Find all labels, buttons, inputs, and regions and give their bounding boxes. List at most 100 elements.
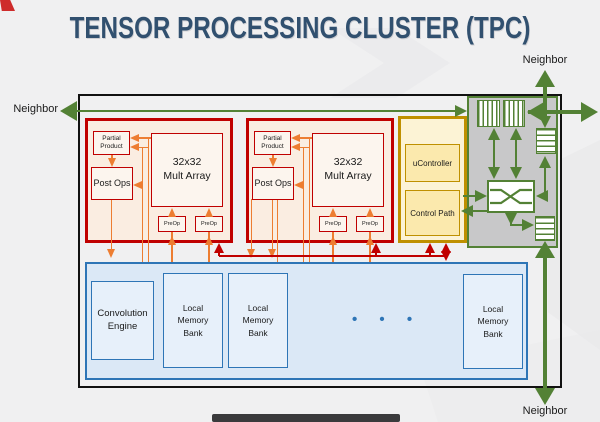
arrow-line [510, 224, 524, 226]
ucontroller-box: uController [405, 144, 460, 182]
arrow-line [141, 147, 143, 262]
partial-product-box-1: Partial Product [93, 131, 130, 155]
mult-array-line2: Mult Array [324, 170, 372, 182]
arrowhead [522, 219, 534, 231]
arrowhead [107, 158, 116, 167]
arrow-line [250, 199, 252, 250]
arrowhead [291, 134, 300, 142]
page-title: TENSOR PROCESSING CLUSTER (TPC) [69, 10, 531, 45]
arrowhead [539, 156, 551, 168]
neighbor-arrowhead [535, 388, 555, 405]
fifo-buffer-icon [535, 216, 555, 241]
arrow-line [208, 232, 210, 262]
neighbor-line [543, 256, 547, 389]
arrowhead [167, 236, 176, 245]
tpc-boundary-box [78, 94, 562, 388]
arrow-line [369, 232, 371, 262]
mult-array-box-1: 32x32 Mult Array [151, 133, 223, 207]
local-memory-bank-box: Local Memory Bank [228, 273, 288, 368]
arrow-line [300, 137, 312, 139]
arrow-line [302, 184, 304, 186]
arrow-line [139, 146, 148, 148]
arrowhead [267, 249, 276, 258]
neighbor-arrowhead [60, 101, 77, 121]
control-arrowhead [425, 243, 435, 253]
partial-product-box-2: Partial Product [254, 131, 291, 155]
arrow-line [110, 200, 113, 250]
control-line [375, 251, 377, 256]
arrow-line [515, 137, 517, 172]
post-ops-label: Post Ops [254, 177, 292, 188]
convolution-engine-label: Convolution Engine [97, 307, 148, 332]
arrowhead [365, 236, 374, 245]
arrowhead [535, 241, 555, 258]
local-memory-bank-label: Local Memory Bank [177, 303, 209, 338]
arrow-line [544, 166, 546, 196]
neighbor-line [528, 110, 582, 114]
arrowhead [294, 181, 303, 189]
arrowhead [133, 181, 142, 189]
post-ops-box-2: Post Ops [252, 167, 294, 200]
preop-label: PreOp [362, 221, 378, 227]
arrow-line [463, 195, 476, 197]
ucontroller-label: uController [412, 158, 453, 168]
neighbor-arrowhead [535, 70, 555, 87]
arrowhead [455, 105, 467, 117]
arrowhead [291, 143, 300, 151]
local-memory-bank-box: Local Memory Bank [163, 273, 223, 368]
control-bus-line [219, 255, 446, 257]
control-arrowhead [214, 243, 224, 253]
arrow-line [171, 232, 173, 262]
arrowhead [488, 167, 500, 179]
local-memory-bank-label: Local Memory Bank [477, 304, 509, 339]
arrow-line [147, 139, 149, 262]
control-line [218, 251, 220, 256]
mult-array-line1: 32x32 [333, 156, 363, 169]
arrowhead [365, 208, 374, 217]
arrow-line [139, 137, 151, 139]
neighbor-top-label: Neighbor [522, 54, 568, 66]
neighbor-bottom-label: Neighbor [522, 405, 568, 417]
slide-corner-accent [0, 0, 15, 11]
local-memory-bank-box: Local Memory Bank [463, 274, 523, 369]
slide-footer-bar [212, 414, 400, 422]
mult-array-line1: 32x32 [172, 156, 202, 169]
control-arrowhead [441, 243, 451, 253]
arrowhead [475, 190, 487, 202]
arrow-line [141, 184, 143, 186]
crossbar-paths [490, 188, 532, 205]
preop-label: PreOp [325, 221, 341, 227]
preop-box-2b: PreOp [356, 216, 384, 232]
preop-label: PreOp [201, 221, 217, 227]
control-path-label: Control Path [410, 208, 455, 218]
arrow-line [300, 146, 309, 148]
mult-array-box-2: 32x32 Mult Array [312, 133, 384, 207]
fifo-buffer-icon [536, 128, 556, 154]
preop-box-1b: PreOp [195, 216, 223, 232]
arrowhead [130, 143, 139, 151]
ellipsis-dots: • • • [352, 311, 422, 328]
arrowhead [167, 208, 176, 217]
neighbor-line [74, 109, 460, 113]
control-path-box: Control Path [405, 190, 460, 236]
arrow-line [302, 147, 304, 262]
arrowhead [204, 208, 213, 217]
arrow-line [472, 210, 488, 212]
preop-box-1a: PreOp [158, 216, 186, 232]
arrowhead [328, 208, 337, 217]
arrowhead [328, 236, 337, 245]
post-ops-box-1: Post Ops [91, 167, 133, 200]
preop-box-2a: PreOp [319, 216, 347, 232]
arrowhead [461, 205, 473, 217]
preop-label: PreOp [164, 221, 180, 227]
partial-product-label: Partial Product [100, 134, 123, 150]
control-arrowhead [441, 251, 451, 261]
arrowhead [536, 190, 548, 202]
arrowhead [510, 167, 522, 179]
arrow-line [493, 137, 495, 172]
arrowhead [204, 236, 213, 245]
neighbor-left-label: Neighbor [13, 103, 58, 115]
neighbor-line [543, 85, 547, 118]
partial-product-label: Partial Product [261, 134, 284, 150]
memory-block [85, 262, 528, 380]
